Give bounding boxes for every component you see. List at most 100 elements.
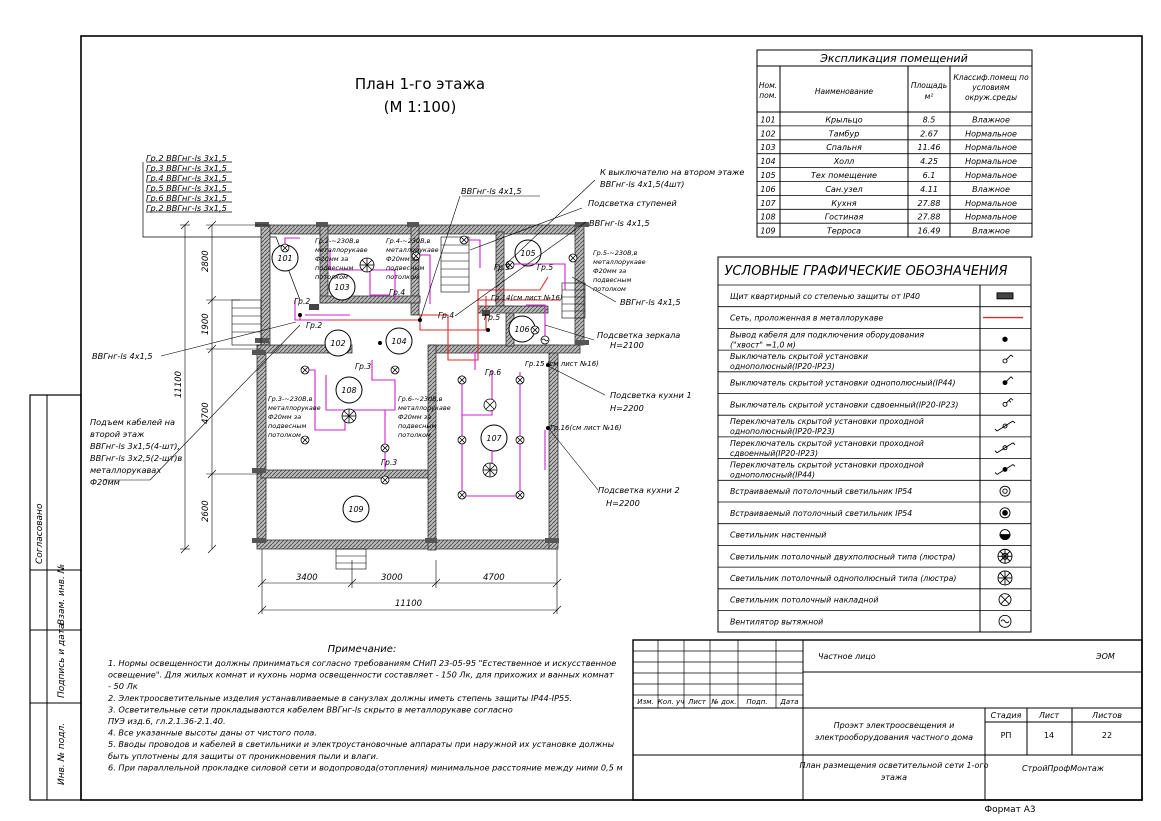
group-label: Гр.5 [484, 313, 500, 322]
expl-cell: Нормальное [965, 213, 1017, 222]
svg-text:металлорукаве: металлорукаве [268, 404, 321, 412]
ring-dot-icon [999, 507, 1011, 519]
note-line: - 50 Лк [108, 681, 138, 691]
ring-icon [999, 485, 1011, 497]
group-label: Гр.14(см лист №16) [491, 294, 563, 302]
dimension-label: 4700 [483, 573, 505, 583]
callout-cable: ВВГнг-ls 4х1,5 [461, 186, 522, 196]
callout-cable: ВВГнг-ls 4х1,5 [589, 218, 650, 228]
explication-table: Экспликация помещений Ном. пом. Наименов… [756, 49, 1033, 238]
expl-cell: Нормальное [965, 157, 1017, 166]
note-line: освещение". Для жилых комнат и кухонь но… [108, 670, 614, 680]
svg-text:Гр.5-~230В,в: Гр.5-~230В,в [593, 249, 638, 257]
legend-label: Выключатель скрытой установки [730, 352, 868, 361]
stamp-sheets: 22 [1102, 731, 1112, 740]
legend-label: Светильник потолочный накладной [730, 596, 878, 605]
dimension-label: 1900 [201, 313, 211, 335]
switch-icon [1002, 354, 1014, 364]
svg-text:ВВГнг-ls 3х2,5(2-шт)в: ВВГнг-ls 3х2,5(2-шт)в [90, 453, 182, 463]
legend-label: однополюсный(IP44) [730, 470, 815, 479]
sidebar-agreed: Согласовано [35, 503, 45, 564]
cable-group: Гр.6 ВВГнг-ls 3х1,5 [146, 193, 227, 203]
switch-ip44-icon [1002, 376, 1014, 386]
chandelier-single-icon [997, 570, 1013, 586]
sidebar-sign-date: Подпись и дата [57, 623, 67, 698]
group-label: Гр.4 [389, 288, 405, 297]
stamp-stage: РП [1001, 731, 1012, 740]
expl-cell: 8.5 [923, 115, 936, 124]
cable-network [299, 276, 560, 361]
callout-cable: ВВГнг-ls 4х1,5 [92, 351, 153, 361]
chandelier-double-icon [997, 548, 1013, 564]
svg-text:подвесным: подвесным [593, 276, 632, 284]
callout-switch: ВВГнг-ls 4х1,5(4шт) [600, 179, 684, 189]
expl-cell: 106 [760, 185, 775, 194]
stamp-drawing: План размещения осветительной сети 1-ого [800, 761, 989, 770]
room-number: 109 [348, 505, 363, 514]
ceiling-lamp-icon [998, 593, 1012, 607]
legend-label: Выключатель скрытой установки однополюсн… [730, 379, 956, 388]
stamp-header: Изм. [637, 698, 653, 706]
note-line: 6. При параллельной прокладке силовой се… [108, 762, 623, 772]
cable-group: Гр.3 ВВГнг-ls 3х1,5 [146, 163, 227, 173]
group-label: Гр.4 [438, 311, 454, 320]
cable-group: Гр.5 ВВГнг-ls 3х1,5 [146, 183, 227, 193]
note-line: 2. Электроосветительные изделия устанавл… [108, 693, 572, 703]
expl-cell: 2.67 [920, 129, 939, 138]
expl-cell: 108 [760, 213, 775, 222]
expl-cell: Нормальное [965, 143, 1017, 152]
legend-label: однополюсный(IP20-IP23) [730, 427, 835, 436]
pass-switch-icon [994, 420, 1016, 432]
callout-mirror: Н=2100 [610, 340, 644, 350]
legend-title: УСЛОВНЫЕ ГРАФИЧЕСКИЕ ОБОЗНАЧЕНИЯ [724, 264, 1007, 279]
sidebar-replace-inv: Взам. инв. № [57, 564, 67, 625]
expl-cell: 16.49 [918, 227, 941, 236]
legend-label: Сеть, проложенная в металлорукаве [730, 314, 883, 323]
note-line: 3. Осветительные сети прокладываются каб… [108, 704, 513, 714]
expl-header: м² [925, 92, 934, 101]
note-line: быть уплотнены для защиты от проникновен… [108, 751, 379, 761]
dot-icon [1002, 336, 1008, 342]
stamp-header: Подп. [746, 698, 767, 706]
expl-cell: 109 [760, 227, 775, 236]
group-note: Гр.3-~230В,в металлорукаве Ф20мм за подв… [268, 395, 321, 439]
plan-scale: (М 1:100) [384, 98, 457, 116]
stamp-header: Кол. уч [658, 698, 684, 706]
stamp-project: электрооборудования частного дома [815, 733, 973, 742]
group-label: Гр.16(см лист №16) [550, 424, 622, 432]
stamp-header: № док. [710, 698, 736, 706]
group-label: Гр.2 [306, 321, 322, 330]
room-name: Спальня [826, 143, 862, 152]
note-line: ПУЭ изд.6, гл.2.1.36-2.1.40. [108, 716, 226, 726]
explication-title: Экспликация помещений [819, 52, 968, 65]
svg-text:металлорукаве: металлорукаве [593, 258, 646, 266]
expl-cell: 102 [760, 129, 775, 138]
svg-text:подвесным: подвесным [398, 422, 437, 430]
expl-cell: Влажное [972, 227, 1010, 236]
dimension-label: 11100 [395, 599, 422, 609]
room-number: 106 [514, 325, 529, 334]
fan-icon [998, 614, 1012, 628]
room-name: Кухня [831, 199, 856, 208]
dimension-label: 11100 [174, 371, 184, 398]
dimension-label: 4700 [201, 402, 211, 424]
expl-cell: 107 [760, 199, 776, 208]
svg-text:Гр.4-~230В,в: Гр.4-~230В,в [386, 237, 431, 245]
svg-text:потолком: потолком [593, 285, 626, 293]
svg-text:Гр.3-~230В,в: Гр.3-~230В,в [268, 395, 313, 403]
legend-label: ("хвост" =1,0 м) [730, 340, 796, 349]
stamp-sheet: 14 [1044, 731, 1054, 740]
group-note: Гр.4-~230В,в металлорукаве Ф20мм за подв… [386, 237, 439, 281]
expl-cell: 27.88 [918, 199, 941, 208]
legend: УСЛОВНЫЕ ГРАФИЧЕСКИЕ ОБОЗНАЧЕНИЯ Щит ква… [717, 256, 1032, 633]
svg-text:потолком: потолком [398, 431, 431, 439]
expl-cell: 27.88 [918, 213, 941, 222]
legend-label: сдвоенный(IP20-IP23) [730, 449, 818, 458]
dimension-label: 3000 [381, 573, 403, 583]
expl-cell: 105 [760, 171, 775, 180]
svg-text:подвесным: подвесным [386, 264, 425, 272]
expl-cell: Нормальное [965, 129, 1017, 138]
legend-label: Щит квартирный со степенью защиты от IP4… [730, 292, 920, 301]
stamp-customer: Частное лицо [818, 652, 876, 661]
cable-group-list: Гр.2 ВВГнг-ls 3х1,5 Гр.3 ВВГнг-ls 3х1,5 … [142, 153, 301, 301]
